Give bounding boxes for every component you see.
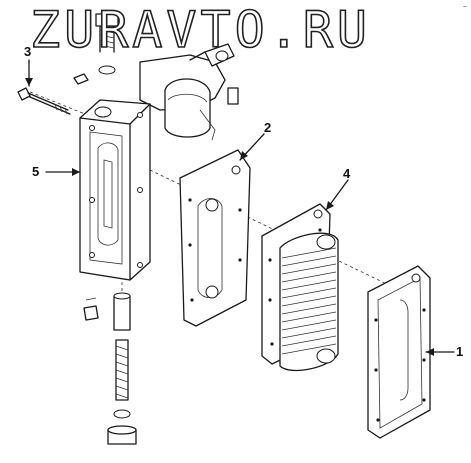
oil-cooler-core xyxy=(261,203,339,372)
bypass-valve-stack xyxy=(107,292,137,445)
core-gasket xyxy=(367,265,431,439)
leader-arrow-3 xyxy=(25,78,33,86)
housing-gasket xyxy=(179,149,251,327)
callout-1: 1 xyxy=(456,344,464,359)
small-plug-top xyxy=(73,73,89,85)
leader-arrow-5 xyxy=(72,168,80,176)
top-banjo-bolt xyxy=(95,13,119,75)
leader-arrow-2 xyxy=(240,151,248,160)
leader-arrow-4 xyxy=(326,201,334,210)
long-mounting-bolt xyxy=(17,87,71,115)
callout-2: 2 xyxy=(264,120,272,135)
filter-head-adapter xyxy=(139,43,239,141)
watermark-text: ZURAVTO.RU xyxy=(29,0,372,60)
leader-arrow-1 xyxy=(426,348,434,356)
corner-mark: ~ xyxy=(462,4,467,11)
callout-4: 4 xyxy=(343,166,351,181)
drain-plug xyxy=(83,297,99,321)
oil-cooler-housing xyxy=(79,99,151,281)
callout-3: 3 xyxy=(24,44,32,59)
callout-5: 5 xyxy=(32,164,40,179)
